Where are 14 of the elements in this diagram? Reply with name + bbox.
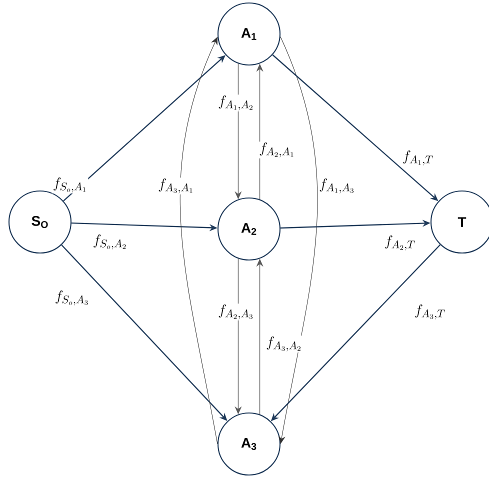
edge-label: $f_{A_1,A_3}$	[318, 178, 356, 194]
edge-label: $f_{S_o,A_1}$	[52, 176, 88, 194]
edge-label: $f_{A_2,A_3}$	[217, 304, 255, 320]
edge-label: $f_{A_3,T}$	[413, 304, 447, 320]
arrow	[180, 37, 218, 444]
edge-label: $f_{S_o,A_2}$	[92, 234, 128, 250]
edge-label: $f_{A_3,A_2}$	[265, 336, 303, 352]
edge-label: $f_{S_o,A_3}$	[54, 290, 90, 306]
edge-label: $f_{A_2,A_1}$	[258, 142, 296, 158]
edge-label: $f_{A_2,T}$	[383, 234, 417, 252]
edge-label: $f_{A_3,A_1}$	[157, 178, 195, 194]
edge-label: $f_{A_1,A_2}$	[217, 94, 255, 112]
arrow	[278, 36, 318, 444]
edge-label: $f_{A_1,T}$	[401, 150, 435, 166]
